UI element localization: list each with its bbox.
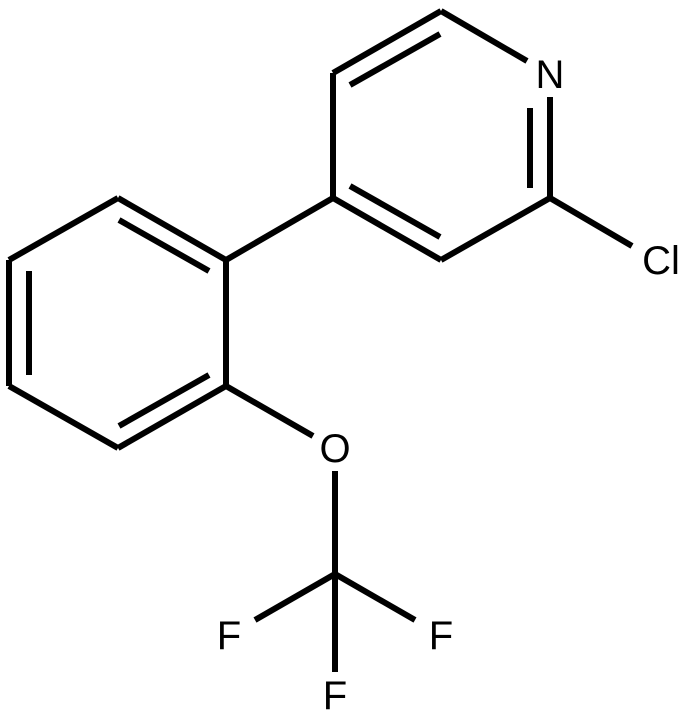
atom-fluorine-left-label: F <box>217 614 241 658</box>
bond-b1-b2-inner <box>117 217 211 274</box>
bond-c-f-right <box>333 571 417 623</box>
bond-b2-b3 <box>7 195 120 263</box>
bond-c3-c4 <box>331 8 443 76</box>
bond-c-o <box>224 383 315 439</box>
atom-chlorine-label: Cl <box>642 239 680 283</box>
bond-c3-c4-inner <box>348 31 442 88</box>
pyridine-ring <box>330 8 553 263</box>
bond-c1-c6 <box>331 195 443 263</box>
atom-nitrogen-label: N <box>536 53 565 97</box>
bond-b5-b6-inner <box>117 372 211 429</box>
bond-c2-c1 <box>439 195 552 263</box>
atom-fluorine-bottom-label: F <box>323 674 347 718</box>
bond-c4-n <box>439 8 529 64</box>
bond-b5-b6 <box>116 383 228 451</box>
benzene-ring <box>6 195 229 451</box>
bond-c2-cl <box>548 195 634 249</box>
atom-oxygen-label: O <box>319 427 350 471</box>
atom-fluorine-right-label: F <box>429 614 453 658</box>
bond-b1-b2 <box>116 195 228 263</box>
bond-biaryl <box>224 195 335 263</box>
bond-b4-b5 <box>7 383 120 451</box>
bond-c-f-left <box>253 571 337 623</box>
bond-c1-c6-inner <box>348 183 442 240</box>
